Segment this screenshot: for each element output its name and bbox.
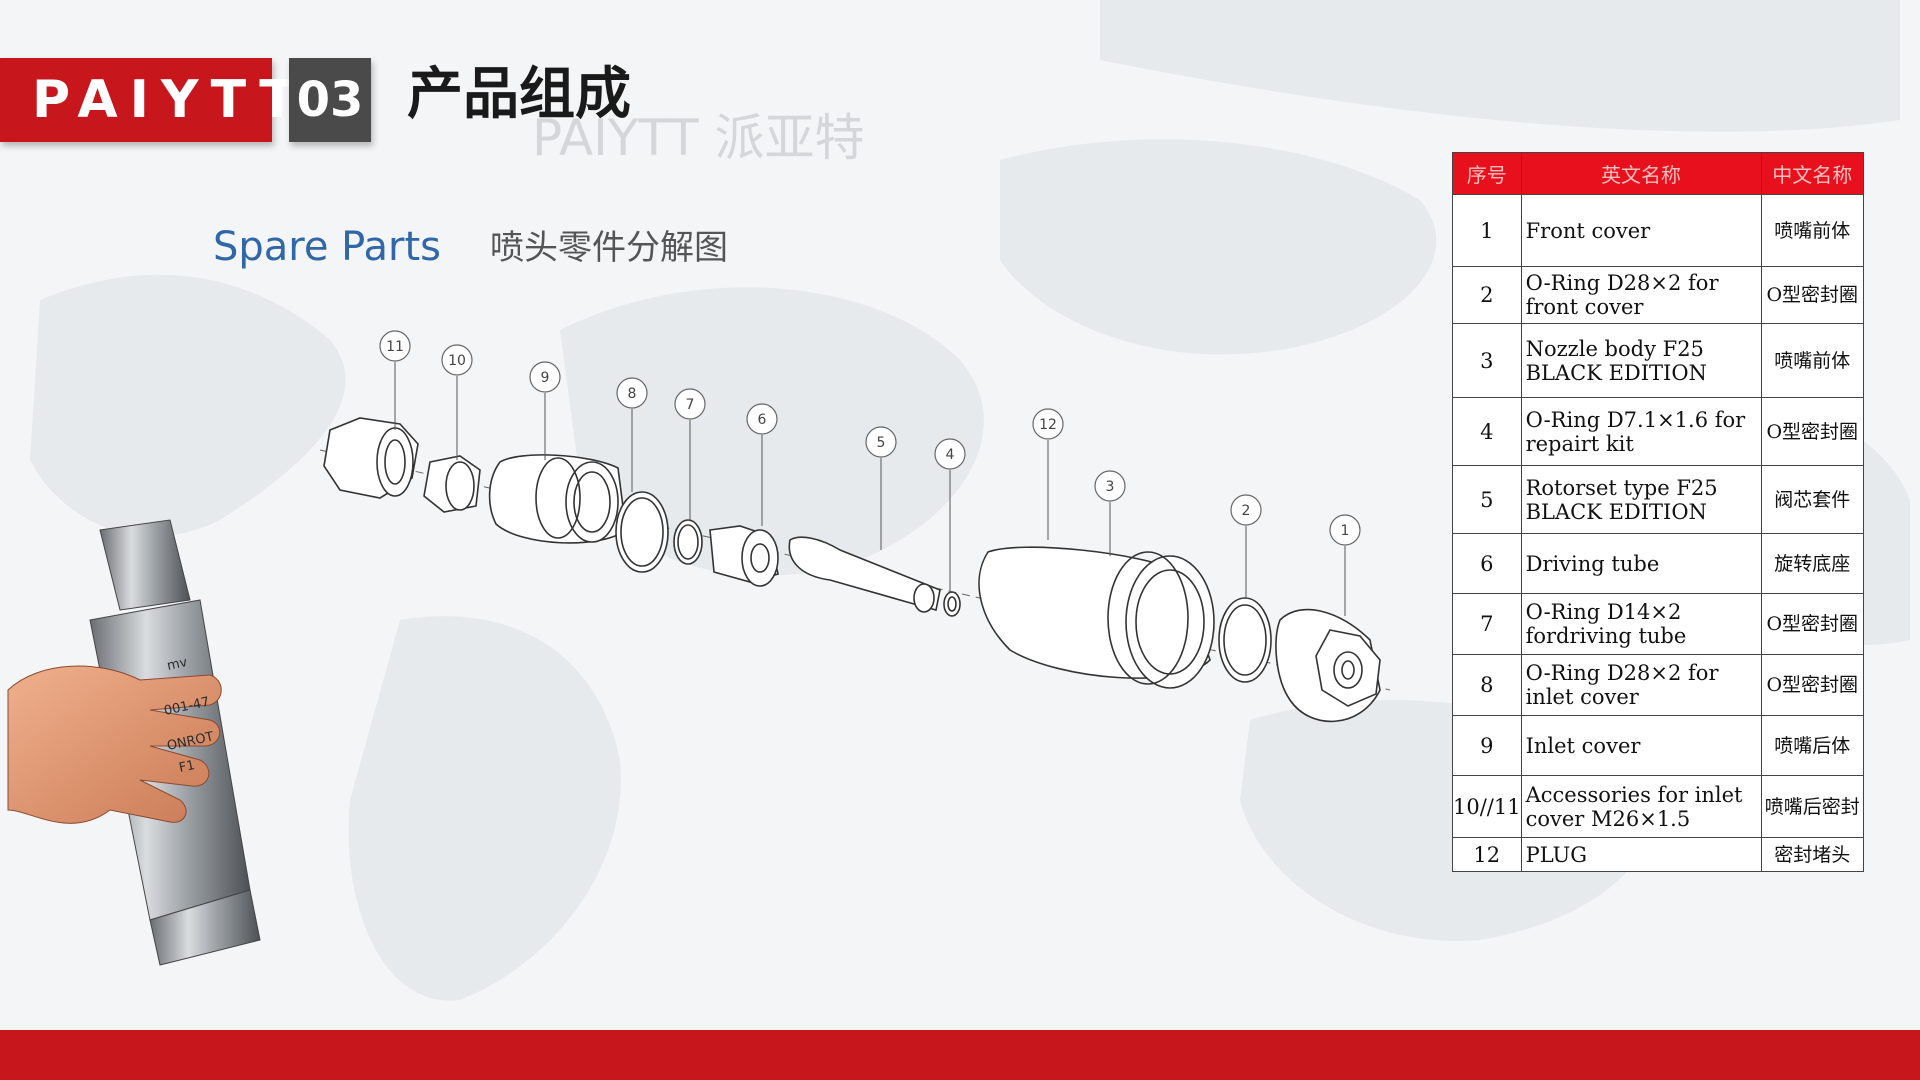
row-english-name: Accessories for inlet cover M26×1.5 — [1520, 775, 1762, 838]
part-6-driving-tube — [709, 525, 779, 587]
row-english-name: Inlet cover — [1520, 715, 1762, 776]
callout-10: 10 — [448, 353, 466, 369]
table-row: 3 Nozzle body F25 BLACK EDITION 喷嘴前体 — [1452, 323, 1865, 398]
row-english-name: O-Ring D28×2 for inlet cover — [1520, 654, 1762, 716]
part-10-sleeve — [423, 455, 481, 513]
row-no: 1 — [1452, 194, 1522, 267]
exploded-parts-diagram: 11 10 9 8 7 6 5 4 12 3 2 1 — [319, 330, 1391, 723]
row-chinese-name: O型密封圈 — [1760, 654, 1865, 716]
part-3-nozzle-body — [978, 546, 1215, 689]
table-row: 7 O-Ring D14×2 fordriving tube O型密封圈 — [1452, 593, 1865, 655]
row-english-name: O-Ring D28×2 for front cover — [1520, 266, 1762, 324]
row-chinese-name: 喷嘴后体 — [1760, 715, 1865, 776]
callout-9: 9 — [541, 370, 550, 386]
row-english-name: Driving tube — [1520, 533, 1762, 594]
spare-parts-label: Spare Parts — [213, 224, 441, 270]
table-row: 10//11 Accessories for inlet cover M26×1… — [1452, 775, 1865, 838]
row-chinese-name: 阀芯套件 — [1760, 465, 1865, 534]
row-no: 5 — [1452, 465, 1522, 534]
row-chinese-name: O型密封圈 — [1760, 593, 1865, 655]
photo-text-4: F1 — [178, 758, 197, 776]
table-row: 8 O-Ring D28×2 for inlet cover O型密封圈 — [1452, 654, 1865, 716]
row-no: 3 — [1452, 323, 1522, 398]
callout-2: 2 — [1242, 503, 1251, 519]
product-photo: mv 001-47 ONROT F1 — [7, 519, 261, 966]
row-chinese-name: O型密封圈 — [1760, 266, 1865, 324]
row-chinese-name: 旋转底座 — [1760, 533, 1865, 594]
callout-11: 11 — [386, 339, 404, 355]
callout-5: 5 — [877, 435, 886, 451]
table-row: 12 PLUG 密封堵头 — [1452, 837, 1865, 872]
row-chinese-name: O型密封圈 — [1760, 397, 1865, 466]
table-row: 6 Driving tube 旋转底座 — [1452, 533, 1865, 594]
row-no: 10//11 — [1452, 775, 1522, 838]
callout-3: 3 — [1106, 479, 1115, 495]
table-row: 4 O-Ring D7.1×1.6 for repairt kit O型密封圈 — [1452, 397, 1865, 466]
row-english-name: Front cover — [1520, 194, 1762, 267]
section-title: 产品组成 — [407, 62, 631, 127]
brand-logo: PAIYTT — [0, 58, 295, 142]
row-english-name: O-Ring D14×2 fordriving tube — [1520, 593, 1762, 655]
callout-7: 7 — [686, 397, 695, 413]
row-no: 9 — [1452, 715, 1522, 776]
brand-watermark: PAIYTT 派亚特 — [532, 109, 865, 167]
callout-4: 4 — [946, 447, 955, 463]
row-english-name: O-Ring D7.1×1.6 for repairt kit — [1520, 397, 1762, 466]
callout-8: 8 — [628, 386, 637, 402]
row-no: 2 — [1452, 266, 1522, 324]
callout-12: 12 — [1039, 417, 1057, 433]
header-chinese-name: 中文名称 — [1760, 152, 1865, 195]
header-no: 序号 — [1452, 152, 1522, 195]
part-11-hex-nut — [323, 417, 419, 499]
photo-text-1: mv — [166, 655, 189, 674]
footer-bar — [0, 1030, 1920, 1080]
part-5-rotorset — [788, 536, 941, 613]
row-chinese-name: 喷嘴前体 — [1760, 194, 1865, 267]
section-number: 03 — [289, 58, 371, 142]
table-row: 5 Rotorset type F25 BLACK EDITION 阀芯套件 — [1452, 465, 1865, 534]
table-row: 1 Front cover 喷嘴前体 — [1452, 194, 1865, 267]
part-9-inlet-cover — [488, 454, 627, 544]
row-chinese-name: 喷嘴后密封 — [1760, 775, 1865, 838]
callout-6: 6 — [758, 412, 767, 428]
row-no: 4 — [1452, 397, 1522, 466]
row-no: 12 — [1452, 837, 1522, 872]
row-chinese-name: 密封堵头 — [1760, 837, 1865, 872]
table-header-row: 序号 英文名称 中文名称 — [1452, 152, 1865, 195]
row-english-name: Rotorset type F25 BLACK EDITION — [1520, 465, 1762, 534]
row-chinese-name: 喷嘴前体 — [1760, 323, 1865, 398]
header-english-name: 英文名称 — [1520, 152, 1762, 195]
row-no: 6 — [1452, 533, 1522, 594]
parts-table: 序号 英文名称 中文名称 1 Front cover 喷嘴前体 2 O-Ring… — [1452, 152, 1865, 872]
row-english-name: Nozzle body F25 BLACK EDITION — [1520, 323, 1762, 398]
callout-1: 1 — [1341, 523, 1350, 539]
row-no: 7 — [1452, 593, 1522, 655]
table-row: 2 O-Ring D28×2 for front cover O型密封圈 — [1452, 266, 1865, 324]
part-1-front-cover — [1275, 608, 1381, 723]
diagram-subtitle: 喷头零件分解图 — [490, 228, 728, 268]
row-english-name: PLUG — [1520, 837, 1762, 872]
row-no: 8 — [1452, 654, 1522, 716]
table-row: 9 Inlet cover 喷嘴后体 — [1452, 715, 1865, 776]
